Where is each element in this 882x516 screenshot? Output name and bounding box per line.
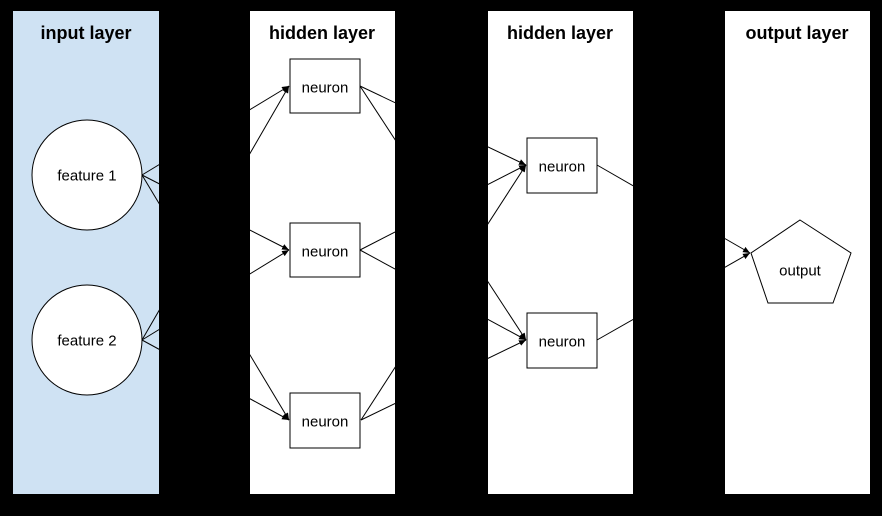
edge-feature1-h1c [141, 174, 290, 421]
hidden1-neuron2-node [289, 222, 361, 278]
hidden-layer-1-title: hidden layer [269, 23, 375, 43]
hidden2-neuron2-label: neuron [539, 333, 586, 350]
edge-h1a-h2a [359, 85, 527, 166]
edge-h1b-h2a [359, 164, 527, 251]
output-node [750, 219, 852, 304]
edge-h1c-h2b [360, 339, 527, 421]
hidden2-neuron2-node [526, 312, 598, 369]
hidden-layer-2-title: hidden layer [507, 23, 613, 43]
nodes [31, 58, 852, 449]
edge-feature2-h1a [141, 85, 290, 341]
edge-h1a-h2b [359, 85, 527, 341]
hidden1-neuron3-label: neuron [302, 413, 349, 430]
edge-feature2-h1b [141, 249, 290, 341]
hidden1-neuron2-label: neuron [302, 243, 349, 260]
edge-h1b-h2b [359, 249, 527, 341]
hidden2-neuron1-node [526, 137, 598, 194]
hidden2-neuron1-label: neuron [539, 158, 586, 175]
edge-feature2-h1c [141, 339, 290, 421]
node-labels: feature 1 feature 2 neuron neuron neuron… [57, 79, 821, 430]
hidden1-neuron1-label: neuron [302, 79, 349, 96]
output-layer-title: output layer [745, 23, 848, 43]
input-layer-title: input layer [40, 23, 131, 43]
input-layer-panel [13, 11, 159, 494]
hidden1-neuron3-node [289, 392, 361, 449]
layer-titles: input layer hidden layer hidden layer ou… [40, 23, 848, 43]
output-label: output [779, 262, 822, 279]
feature1-label: feature 1 [57, 167, 116, 184]
edge-h2a-output [596, 164, 751, 254]
hidden-layer-2-panel [488, 11, 633, 494]
edge-h1c-h2a [360, 164, 527, 421]
edge-feature1-h1a [141, 85, 290, 176]
feature1-node [31, 119, 143, 231]
edge-h2b-output [596, 252, 751, 341]
hidden1-neuron1-node [289, 58, 361, 114]
edges [141, 85, 751, 421]
feature2-label: feature 2 [57, 332, 116, 349]
feature2-node [31, 284, 143, 396]
